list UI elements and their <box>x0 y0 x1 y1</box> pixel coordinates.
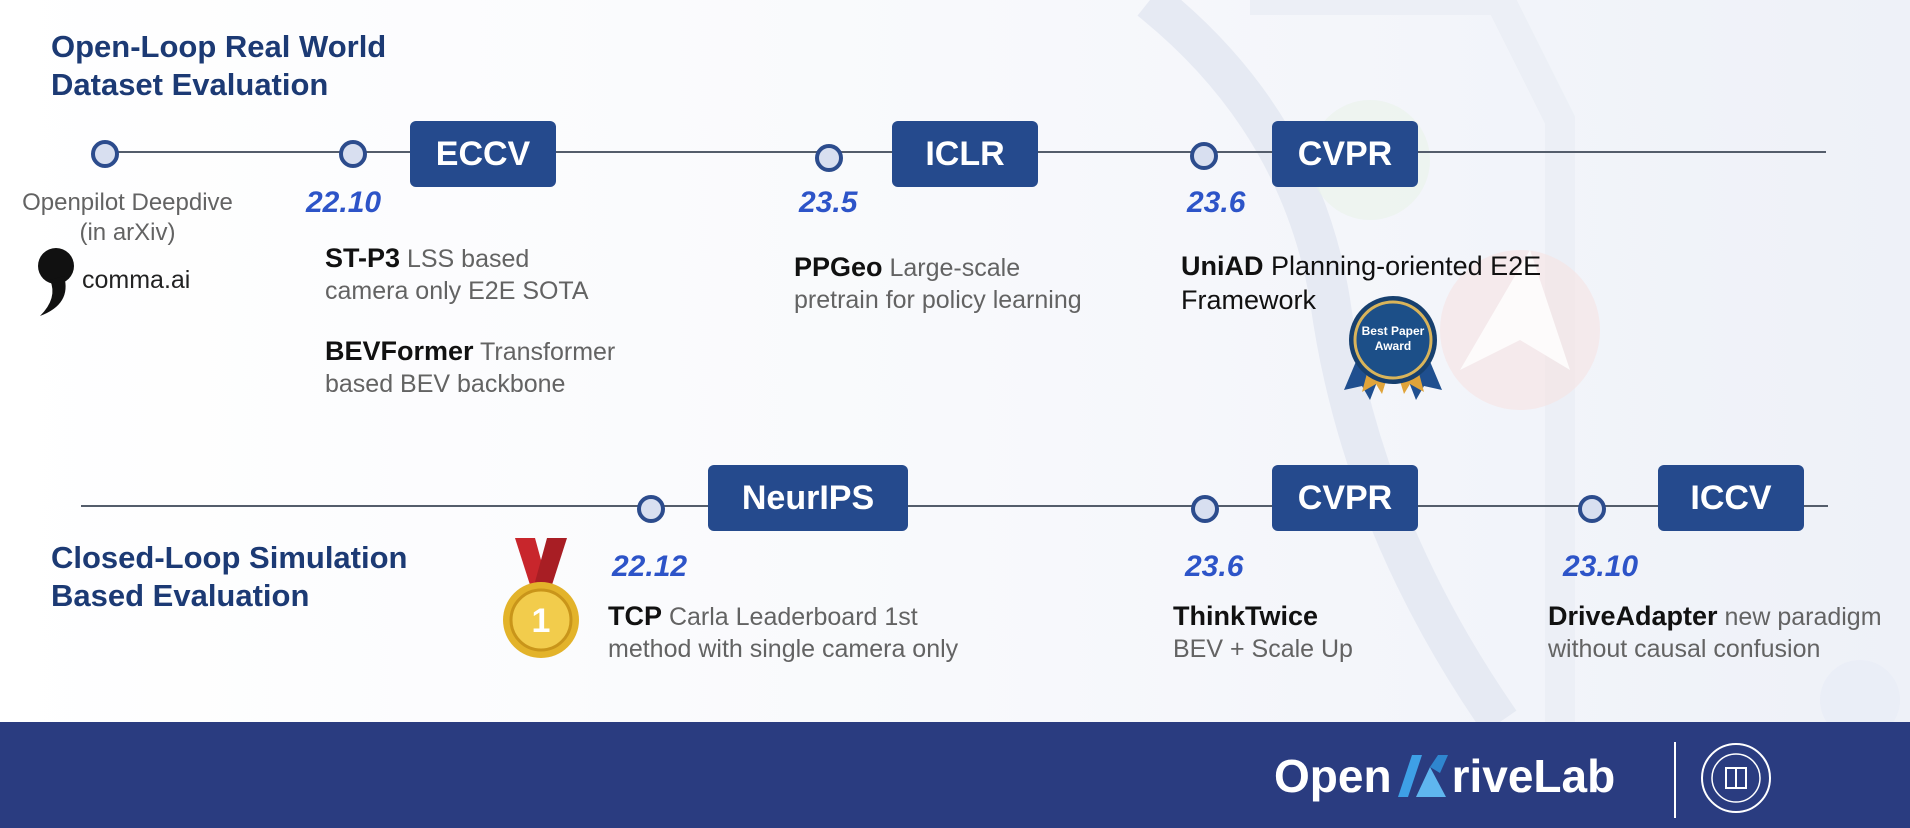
entry-uniad: UniAD Planning-oriented E2E Framework <box>1181 249 1541 317</box>
entry-thinktwice-desc2: BEV + Scale Up <box>1173 635 1353 663</box>
logo-text-rivelab: riveLab <box>1451 750 1616 802</box>
date-22-10: 22.10 <box>306 186 382 219</box>
venue-eccv: ECCV <box>410 121 556 187</box>
entry-stp3-desc1: LSS based <box>400 245 530 273</box>
entry-stp3-name: ST-P3 <box>325 243 401 273</box>
entry-ppgeo: PPGeo Large-scale pretrain for policy le… <box>794 251 1082 316</box>
entry-ppgeo-name: PPGeo <box>794 252 883 282</box>
logo-text-open: Open <box>1274 750 1392 802</box>
gold-medal-badge: 1 <box>501 538 581 664</box>
entry-stp3: ST-P3 LSS based camera only E2E SOTA <box>325 242 589 307</box>
timeline-node-23-6-bottom <box>1191 495 1219 523</box>
closed-loop-title: Closed-Loop Simulation Based Evaluation <box>51 539 408 615</box>
date-23-10: 23.10 <box>1563 550 1639 583</box>
closed-loop-title-line1: Closed-Loop Simulation <box>51 540 408 575</box>
best-paper-award-badge: Best Paper Award <box>1340 292 1446 404</box>
venue-iccv: ICCV <box>1658 465 1804 531</box>
entry-tcp: TCP Carla Leaderboard 1st method with si… <box>608 600 958 665</box>
timeline-node-22-12 <box>637 495 665 523</box>
comma-logo-text: comma.ai <box>82 266 191 294</box>
venue-iclr: ICLR <box>892 121 1038 187</box>
openpilot-line1: Openpilot Deepdive <box>22 189 233 216</box>
timeline-node-23-6-top <box>1190 142 1218 170</box>
entry-tcp-desc2: method with single camera only <box>608 635 959 663</box>
date-23-6-top: 23.6 <box>1187 186 1246 219</box>
entry-ppgeo-desc1: Large-scale <box>882 254 1021 282</box>
award-text: Best Paper Award <box>1340 324 1446 354</box>
timeline-node-23-5 <box>815 144 843 172</box>
timeline-node-22-10 <box>339 140 367 168</box>
entry-bevformer-desc2: based BEV backbone <box>325 370 566 398</box>
entry-uniad-name: UniAD <box>1181 251 1264 281</box>
date-23-5: 23.5 <box>799 186 858 219</box>
open-loop-title-line1: Open-Loop Real World <box>51 29 387 64</box>
openpilot-line2: (in arXiv) <box>79 219 176 246</box>
openpilot-label: Openpilot Deepdive (in arXiv) <box>10 188 245 248</box>
university-seal-icon <box>1701 743 1771 813</box>
entry-ppgeo-desc2: pretrain for policy learning <box>794 286 1082 314</box>
entry-thinktwice: ThinkTwice BEV + Scale Up <box>1173 600 1353 665</box>
opendrivelab-logo: Open riveLab <box>1274 746 1615 806</box>
entry-driveadapter: DriveAdapter new paradigm without causal… <box>1548 600 1882 665</box>
bottom-timeline-line <box>81 505 1828 507</box>
entry-bevformer-name: BEVFormer <box>325 336 474 366</box>
entry-driveadapter-desc2: without causal confusion <box>1548 635 1821 663</box>
entry-bevformer-desc1: Transformer <box>473 338 616 366</box>
entry-thinktwice-name: ThinkTwice <box>1173 601 1319 631</box>
entry-bevformer: BEVFormer Transformer based BEV backbone <box>325 335 615 400</box>
medal-number: 1 <box>531 602 551 640</box>
venue-cvpr-bottom: CVPR <box>1272 465 1418 531</box>
closed-loop-title-line2: Based Evaluation <box>51 578 310 613</box>
gold-medal-icon <box>503 538 579 658</box>
drive-d-logo-icon <box>1397 755 1448 797</box>
venue-neurips: NeurIPS <box>708 465 908 531</box>
date-22-12: 22.12 <box>612 550 688 583</box>
entry-tcp-name: TCP <box>608 601 662 631</box>
award-ribbon-icon <box>1344 296 1442 400</box>
award-text-line1: Best Paper <box>1361 324 1425 338</box>
timeline-node-openpilot <box>91 140 119 168</box>
background-map-graphic <box>0 0 1910 722</box>
entry-driveadapter-name: DriveAdapter <box>1548 601 1718 631</box>
entry-uniad-desc2: Framework <box>1181 285 1317 315</box>
award-text-line2: Award <box>1374 339 1412 353</box>
comma-logo-icon <box>38 248 74 316</box>
footer-bar: Open riveLab <box>0 722 1910 828</box>
footer-divider <box>1674 742 1676 818</box>
timeline-node-23-10 <box>1578 495 1606 523</box>
entry-tcp-desc1: Carla Leaderboard 1st <box>662 603 918 631</box>
entry-uniad-desc1: Planning-oriented E2E <box>1263 251 1542 281</box>
open-loop-title: Open-Loop Real World Dataset Evaluation <box>51 28 386 104</box>
date-23-6-bottom: 23.6 <box>1185 550 1244 583</box>
open-loop-title-line2: Dataset Evaluation <box>51 67 329 102</box>
entry-stp3-desc2: camera only E2E SOTA <box>325 277 589 305</box>
entry-driveadapter-desc1: new paradigm <box>1717 603 1882 631</box>
venue-cvpr-top: CVPR <box>1272 121 1418 187</box>
